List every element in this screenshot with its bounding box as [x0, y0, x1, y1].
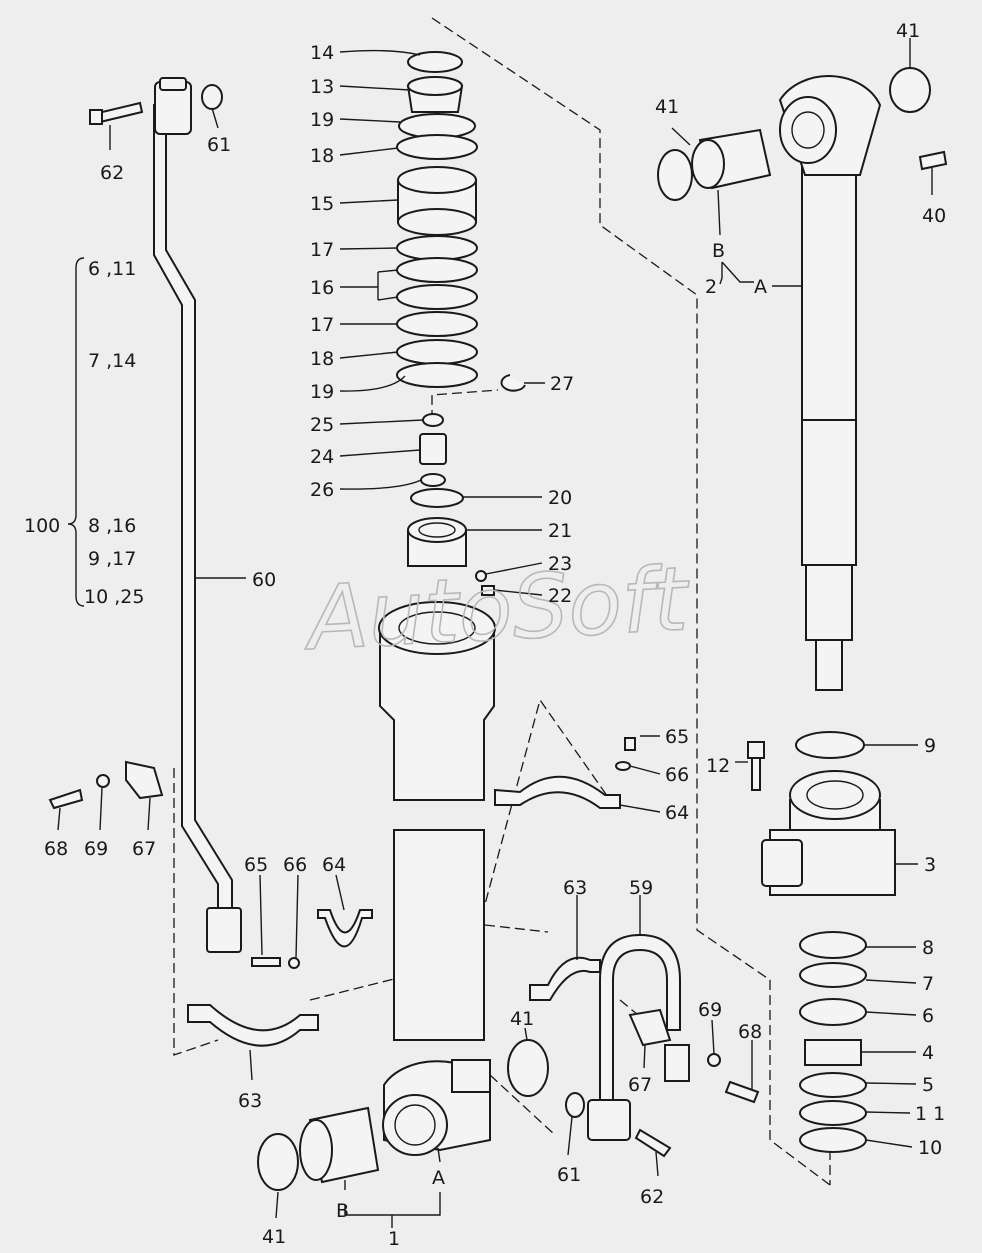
- block-67-right: [628, 1008, 760, 1104]
- callout-c21: 21: [548, 520, 572, 542]
- callout-c23: 23: [548, 553, 572, 575]
- leader-lines: [57, 38, 933, 1228]
- tube-60: [153, 77, 242, 953]
- callout-c61a: 61: [207, 134, 231, 156]
- seal-stack-right: [799, 931, 867, 1153]
- callout-c12: 12: [706, 755, 730, 777]
- callout-c14: 14: [310, 42, 334, 64]
- callout-c67a: 67: [132, 838, 156, 860]
- o-ring-41-left-top: [657, 149, 693, 201]
- o-ring-61-top: [201, 84, 223, 110]
- callout-c9: 9: [924, 735, 936, 757]
- callout-c27: 27: [550, 373, 574, 395]
- clamp-63-left: [187, 1004, 319, 1047]
- cylinder-tube: [378, 601, 496, 1156]
- callout-c64a: 64: [665, 802, 689, 824]
- callout-c3: 3: [924, 854, 936, 876]
- block-67-left: [48, 760, 164, 810]
- piston-stack: [396, 51, 526, 596]
- group-row: 8 ,16: [88, 515, 136, 537]
- callout-c63a: 63: [563, 877, 587, 899]
- callout-c41c: 41: [510, 1008, 534, 1030]
- callout-c16: 16: [310, 277, 334, 299]
- group-row: 10 ,25: [84, 586, 144, 608]
- piston-rod-2: [778, 75, 882, 691]
- callout-c41d: 41: [262, 1226, 286, 1248]
- callout-c67b: 67: [628, 1074, 652, 1096]
- callout-c24: 24: [310, 446, 334, 468]
- callout-c41b: 41: [896, 20, 920, 42]
- callout-c68a: 68: [44, 838, 68, 860]
- callout-c7: 7: [922, 973, 934, 995]
- group-row: 6 ,11: [88, 258, 136, 280]
- callout-c64b: 64: [322, 854, 346, 876]
- callout-c69a: 69: [84, 838, 108, 860]
- callout-c19a: 19: [310, 109, 334, 131]
- callout-cB2: B: [336, 1200, 349, 1222]
- callout-c68b: 68: [738, 1021, 762, 1043]
- callout-c11: 1 1: [915, 1103, 945, 1125]
- callout-c40: 40: [922, 205, 946, 227]
- tube-59: [587, 933, 681, 1141]
- clamp-64-top: [494, 737, 636, 809]
- group-row: 9 ,17: [88, 548, 136, 570]
- callout-cA1: A: [754, 276, 767, 298]
- watermark: AutoSoft: [301, 547, 694, 670]
- callout-c10: 10: [918, 1137, 942, 1159]
- o-ring-41-bottom-center: [507, 1039, 549, 1097]
- callout-c69b: 69: [698, 999, 722, 1021]
- callout-c60: 60: [252, 569, 276, 591]
- callout-c2: 2: [705, 276, 717, 298]
- callout-c26: 26: [310, 479, 334, 501]
- bolt-62-top: [89, 101, 144, 125]
- callout-c18a: 18: [310, 145, 334, 167]
- callout-c62b: 62: [640, 1186, 664, 1208]
- callout-c20: 20: [548, 487, 572, 509]
- callout-c25: 25: [310, 414, 334, 436]
- group-bracket: 100 6 ,11 7 ,14 8 ,16 9 ,17 10 ,25: [24, 257, 144, 608]
- clamp-63-right: [529, 956, 601, 1001]
- callout-c41a: 41: [655, 96, 679, 118]
- bolt-62-bottom: [634, 1128, 672, 1158]
- callout-c1: 1: [388, 1228, 400, 1250]
- o-ring-41-right-top: [889, 67, 931, 113]
- bushing-b-bottom: [299, 1106, 380, 1184]
- callout-c22: 22: [548, 585, 572, 607]
- callout-cB1: B: [712, 240, 725, 262]
- callout-c15: 15: [310, 193, 334, 215]
- head-3: [747, 731, 896, 896]
- o-ring-61-bottom: [565, 1092, 585, 1118]
- group-id: 100: [24, 515, 60, 537]
- callout-c18b: 18: [310, 348, 334, 370]
- callout-c65b: 65: [244, 854, 268, 876]
- callout-c63b: 63: [238, 1090, 262, 1112]
- callout-c62a: 62: [100, 162, 124, 184]
- callout-cA2: A: [432, 1167, 445, 1189]
- callout-c61b: 61: [557, 1164, 581, 1186]
- callout-c17a: 17: [310, 239, 334, 261]
- callout-c19b: 19: [310, 381, 334, 403]
- callout-c5: 5: [922, 1074, 934, 1096]
- callout-c65a: 65: [665, 726, 689, 748]
- callout-c66a: 66: [665, 764, 689, 786]
- callout-c6: 6: [922, 1005, 934, 1027]
- grease-nipple-40: [918, 150, 948, 171]
- callout-c4: 4: [922, 1042, 934, 1064]
- o-ring-41-bottom-left: [257, 1133, 299, 1191]
- callout-c17b: 17: [310, 314, 334, 336]
- bushing-b-top: [691, 128, 772, 190]
- callout-c8: 8: [922, 937, 934, 959]
- callout-c13: 13: [310, 76, 334, 98]
- clamp-64-left: [251, 909, 373, 969]
- callout-c59: 59: [629, 877, 653, 899]
- callout-c66b: 66: [283, 854, 307, 876]
- group-row: 7 ,14: [88, 350, 136, 372]
